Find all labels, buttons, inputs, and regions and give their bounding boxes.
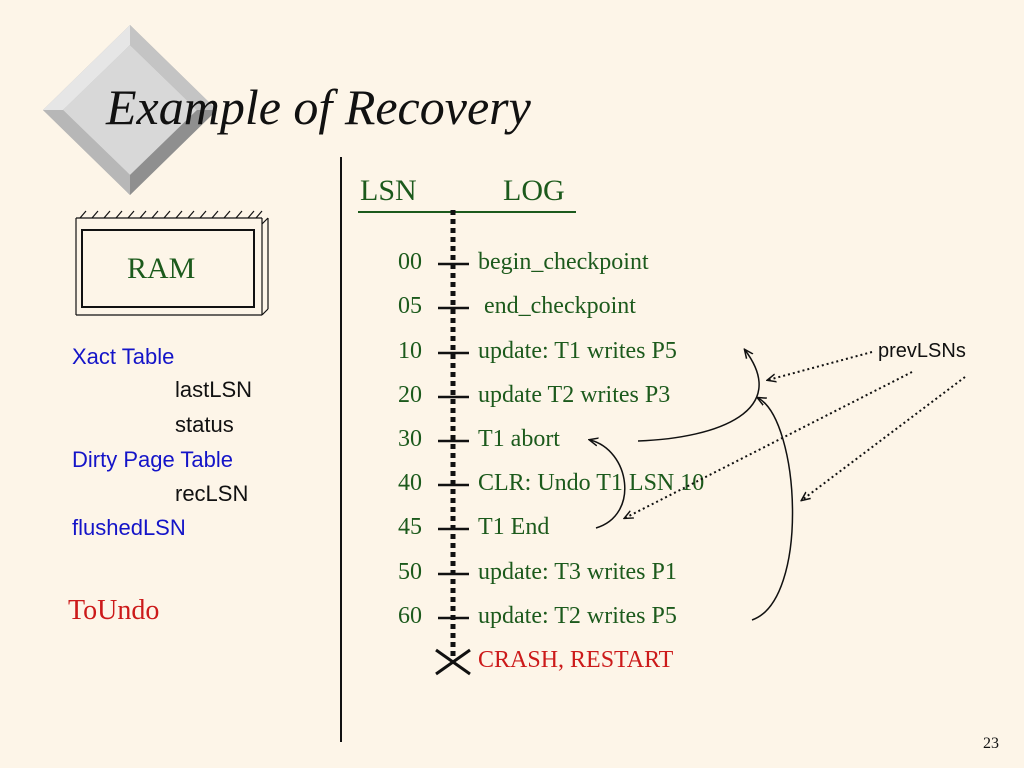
log-record: CLR: Undo T1 LSN 10: [478, 470, 705, 496]
log-record: update T2 writes P3: [478, 382, 671, 408]
log-column-header: LOG: [503, 174, 565, 207]
lsn-value: 30: [398, 426, 422, 452]
lsn-value: 60: [398, 603, 422, 629]
lsn-value: 40: [398, 470, 422, 496]
slide-title: Example of Recovery: [106, 79, 531, 135]
page-number: 23: [983, 735, 999, 752]
lsn-value: 45: [398, 514, 422, 540]
header-underline: [358, 211, 576, 213]
log-record: T1 End: [478, 514, 550, 540]
lastlsn-field: lastLSN: [175, 377, 253, 402]
prevlsns-label: prevLSNs: [878, 340, 966, 362]
crash-restart-label: CRASH, RESTART: [478, 647, 674, 673]
reclsn-field: recLSN: [175, 481, 249, 506]
log-record: update: T1 writes P5: [478, 338, 677, 364]
lsn-value: 20: [398, 382, 422, 408]
dirty-page-table-heading: Dirty Page Table: [72, 447, 234, 472]
log-record: update: T3 writes P1: [478, 559, 677, 585]
vertical-divider: [340, 157, 342, 742]
log-record: update: T2 writes P5: [478, 603, 677, 629]
lsn-column-header: LSN: [360, 174, 417, 207]
ram-label: RAM: [127, 252, 196, 285]
flushedlsn-heading: flushedLSN: [72, 515, 186, 540]
lsn-value: 00: [398, 249, 422, 275]
status-field: status: [175, 412, 234, 437]
crash-x-icon: [435, 648, 471, 676]
xact-table-heading: Xact Table: [72, 344, 175, 369]
toundo-label: ToUndo: [68, 595, 160, 626]
log-record: begin_checkpoint: [478, 249, 649, 275]
log-record: end_checkpoint: [478, 293, 636, 319]
lsn-value: 50: [398, 559, 422, 585]
lsn-value: 05: [398, 293, 422, 319]
log-record: T1 abort: [478, 426, 560, 452]
lsn-value: 10: [398, 338, 422, 364]
